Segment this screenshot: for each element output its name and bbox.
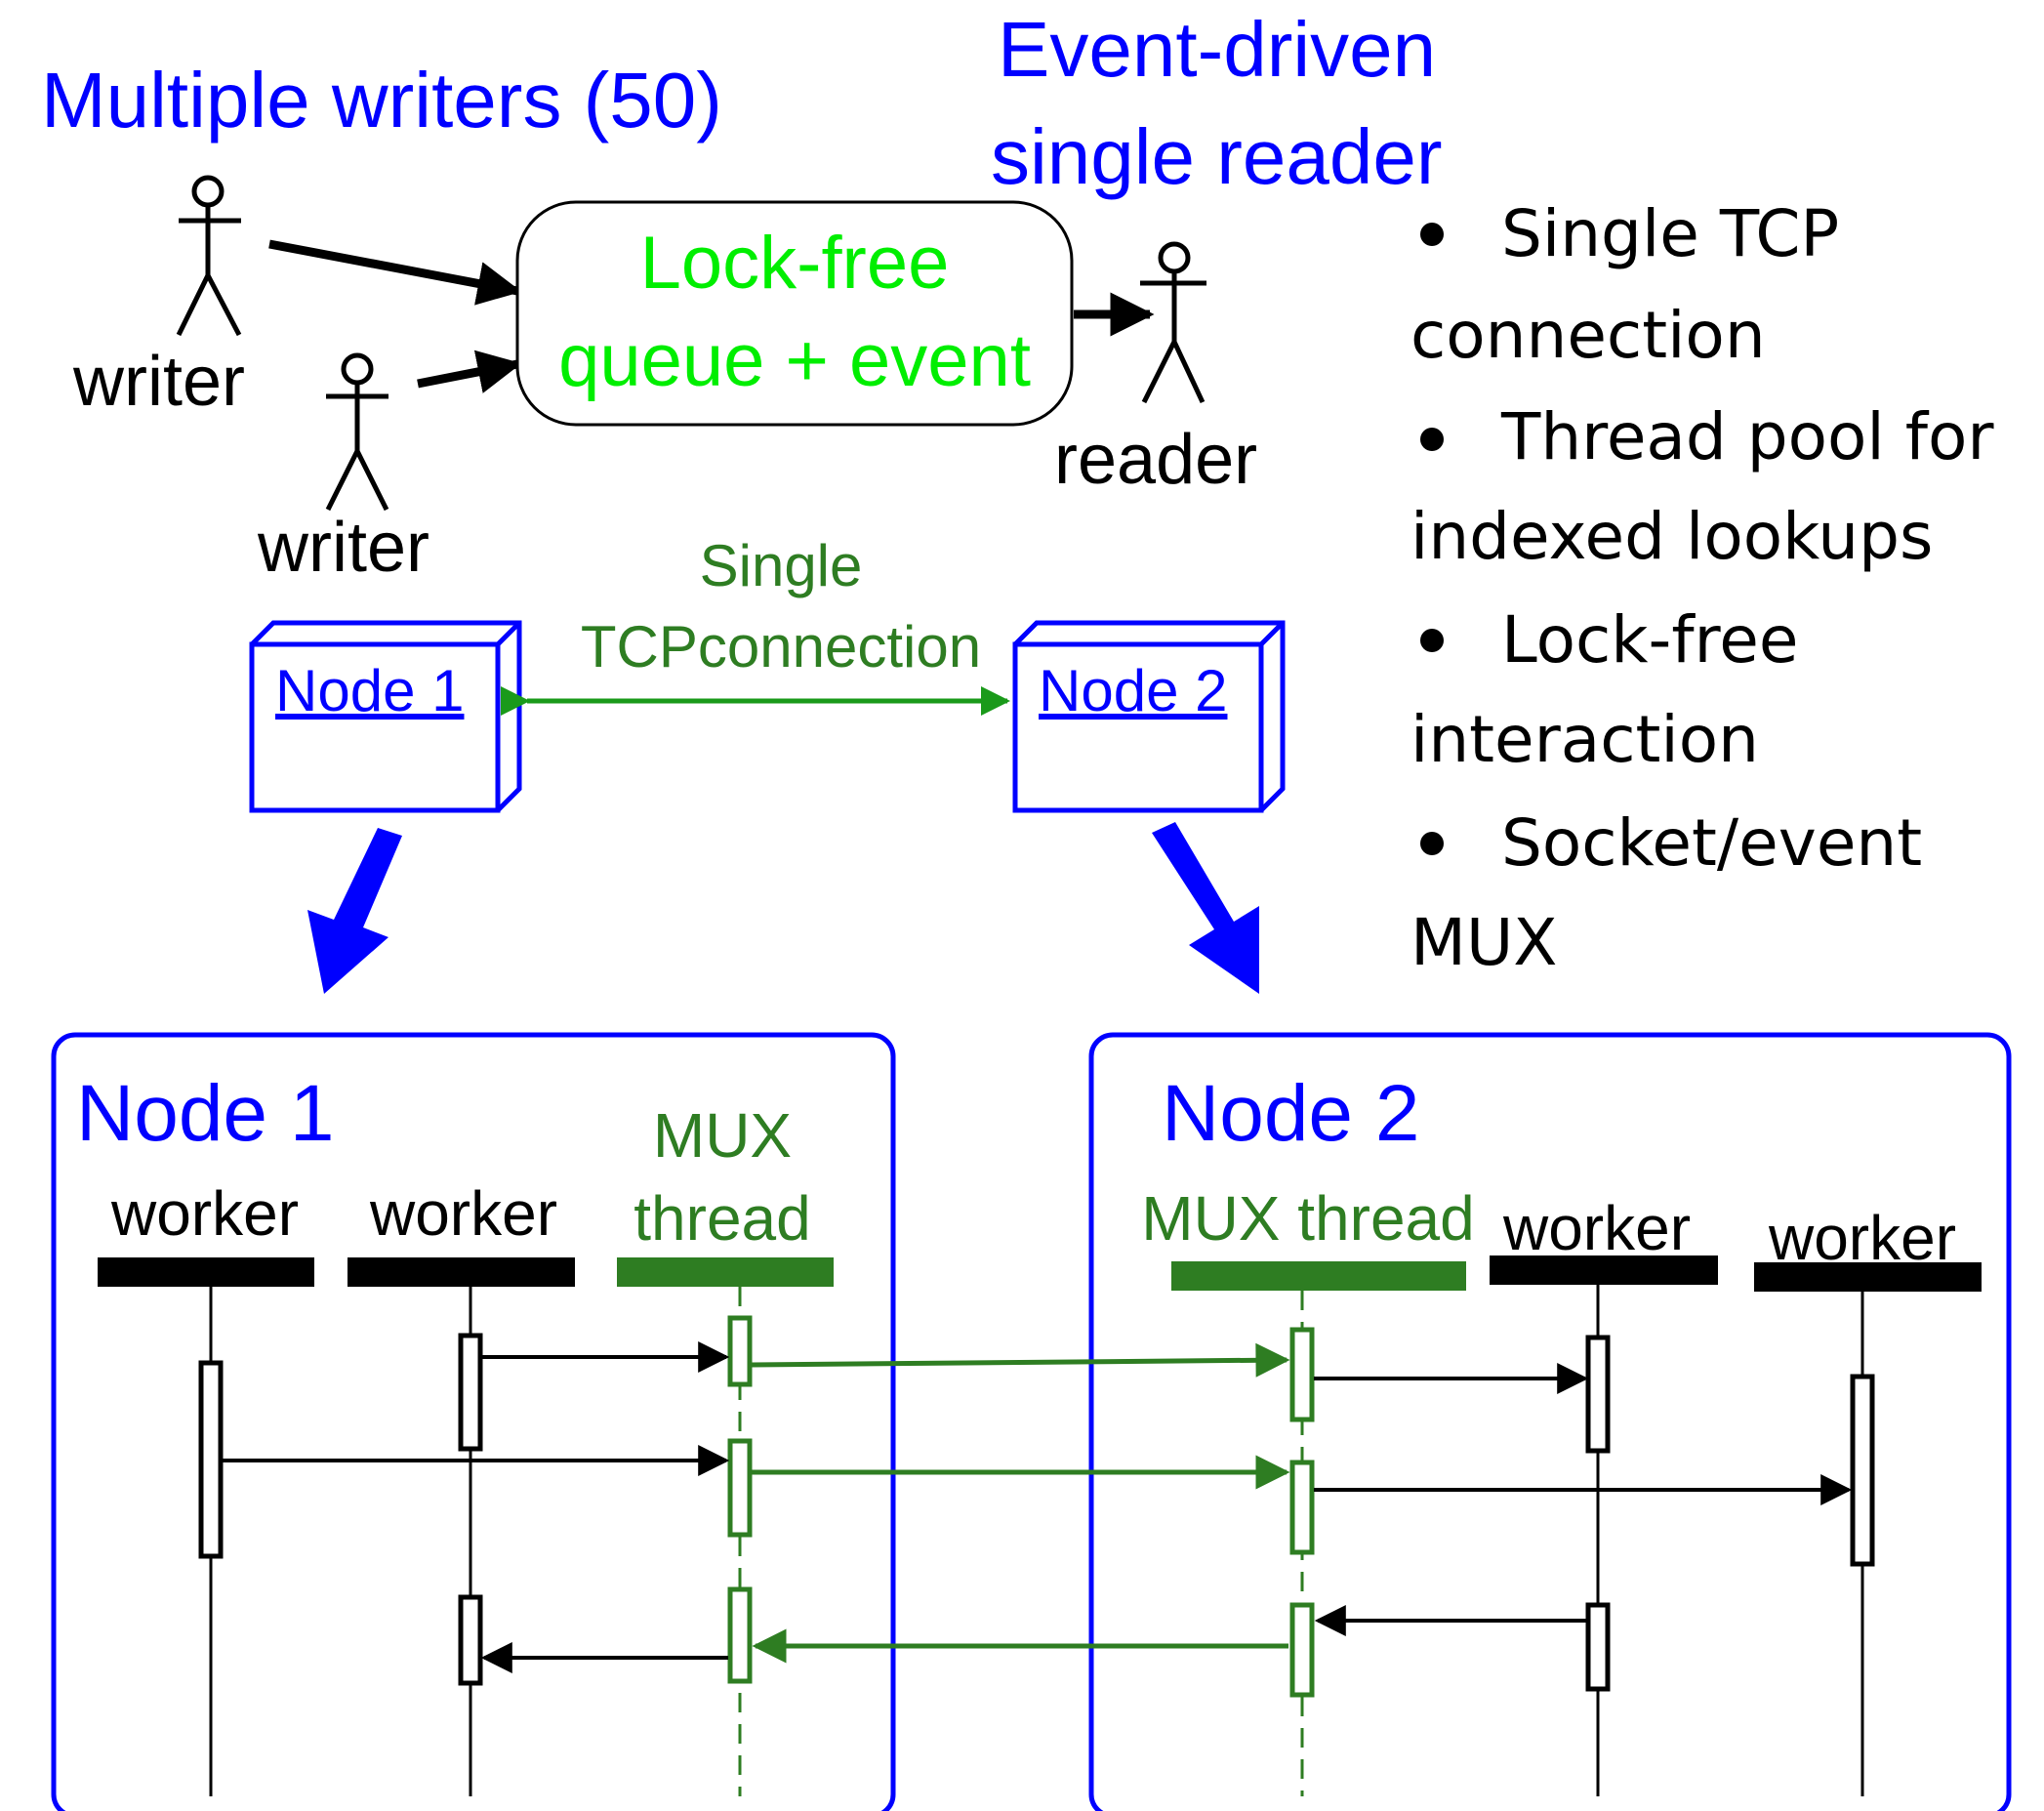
activation-box: [727, 1586, 753, 1684]
reader-figure: [1140, 241, 1206, 404]
node2-box: [1012, 620, 1286, 813]
node2-box-label: Node 2: [1039, 658, 1227, 723]
node2-sequence-panel: [1088, 1032, 2012, 1811]
bullet-2-line2: indexed lookups: [1410, 499, 1933, 574]
node1-box: [249, 620, 522, 813]
writer-figure-1: [176, 175, 242, 337]
writer1-arrow: [268, 239, 522, 306]
writer-figure-2: [325, 352, 389, 512]
bullet-dot: [1420, 428, 1444, 451]
node2-worker-b-header: [1754, 1262, 1982, 1292]
activation-box: [1289, 1602, 1315, 1698]
cross-node-message-arrow: [751, 1342, 1290, 1378]
queue-label-line2: queue + event: [558, 319, 1031, 402]
node1-mux-label-line1: MUX: [653, 1100, 792, 1171]
reader-title-line2: single reader: [991, 113, 1443, 200]
bullet-3-line2: interaction: [1410, 702, 1759, 777]
queue-label-line1: Lock-free: [640, 222, 950, 305]
activation-box: [458, 1594, 483, 1686]
activation-box: [727, 1315, 753, 1387]
node1-worker-b-label: worker: [369, 1178, 557, 1249]
activation-box: [1289, 1327, 1315, 1422]
node1-sequence-title: Node 1: [76, 1069, 334, 1158]
bullet-dot: [1420, 629, 1444, 652]
bullet-3-line1: Lock-free: [1501, 602, 1798, 678]
node1-box-label: Node 1: [275, 658, 464, 723]
activation-box: [1289, 1460, 1315, 1555]
node2-mux-header: [1171, 1261, 1466, 1291]
node1-worker-a-label: worker: [110, 1178, 299, 1249]
activation-box: [1585, 1602, 1611, 1692]
node2-worker-a-label: worker: [1502, 1193, 1691, 1263]
node1-worker-b-header: [347, 1257, 575, 1287]
node2-mux-label: MUX thread: [1141, 1183, 1474, 1254]
activation-box: [1850, 1374, 1875, 1567]
bullet-1-line1: Single TCP: [1501, 196, 1839, 271]
bullet-4-line1: Socket/event: [1501, 805, 1922, 881]
reader-title-line1: Event-driven: [998, 6, 1436, 93]
bullet-1-line2: connection: [1410, 298, 1766, 373]
node1-worker-a-header: [98, 1257, 314, 1287]
lock-free-queue-box: [515, 200, 1074, 427]
connection-label-line2: TCPconnection: [581, 614, 981, 679]
node2-expand-arrow: [1152, 822, 1259, 994]
node1-mux-label-line2: thread: [634, 1183, 810, 1254]
bullet-2-line1: Thread pool for: [1500, 399, 1994, 474]
activation-box: [198, 1360, 224, 1559]
node1-sequence-panel: [51, 1032, 896, 1811]
connection-label-line1: Single: [700, 533, 863, 598]
bullet-dot: [1420, 832, 1444, 855]
writer2-arrow: [417, 350, 522, 393]
activation-box: [1585, 1335, 1611, 1454]
node1-mux-header: [617, 1257, 834, 1287]
bullet-4-line2: MUX: [1410, 905, 1557, 980]
bullet-dot: [1420, 223, 1444, 246]
activation-box: [727, 1438, 753, 1538]
reader-label: reader: [1054, 421, 1257, 499]
node1-expand-arrow: [307, 828, 402, 994]
node2-worker-a-header: [1490, 1255, 1718, 1285]
node2-sequence-title: Node 2: [1162, 1069, 1419, 1158]
writer-label-1: writer: [72, 343, 245, 421]
writer-label-2: writer: [257, 509, 429, 587]
writers-title: Multiple writers (50): [41, 57, 722, 144]
activation-box: [458, 1333, 483, 1452]
node2-worker-b-label: worker: [1768, 1203, 1956, 1273]
feature-bullets: Single TCP connection Thread pool for in…: [1410, 196, 1994, 980]
